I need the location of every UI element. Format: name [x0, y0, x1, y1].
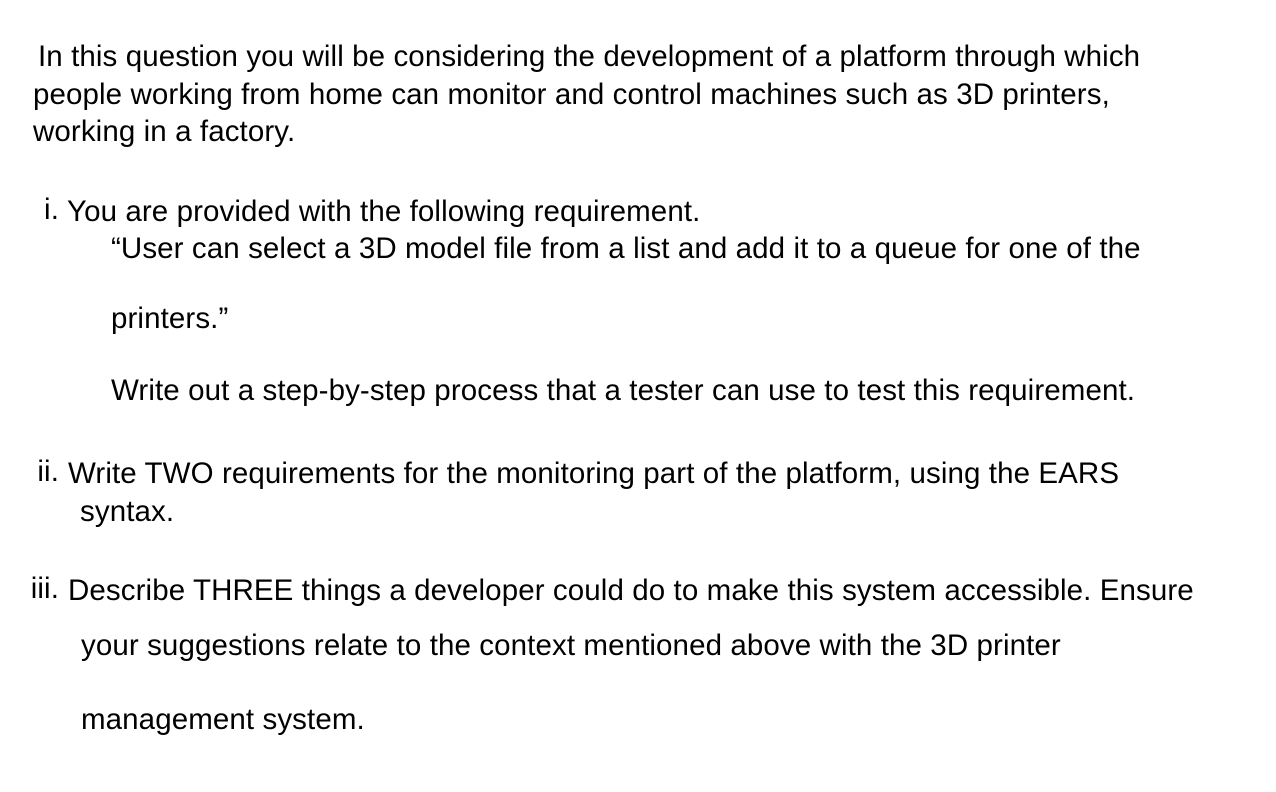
intro-line-1: In this question you will be considering…: [38, 40, 1141, 73]
item-body-ii: Write TWO requirements for the monitorin…: [59, 455, 1246, 531]
question-item-i: i. You are provided with the following r…: [33, 193, 1248, 410]
item-marker-ii: ii.: [37, 455, 59, 488]
item-body-iii: Describe THREE things a developer could …: [59, 572, 1248, 757]
question-item-iii: iii. Describe THREE things a developer c…: [28, 572, 1248, 757]
item-i-instruction-line: Write out a step-by-step process that a …: [111, 374, 1136, 407]
intro-line-2: people working from home can monitor and…: [33, 77, 1110, 111]
item-iii-line-1: Describe THREE things a developer could …: [68, 574, 1194, 607]
item-marker-i: i.: [44, 193, 59, 226]
intro-line-3: working in a factory.: [33, 115, 296, 148]
item-ii-line-2: syntax.: [80, 495, 175, 528]
item-marker-iii: iii.: [30, 572, 59, 605]
item-i-line-1: You are provided with the following requ…: [67, 195, 701, 228]
question-item-ii: ii. Write TWO requirements for the monit…: [36, 455, 1246, 531]
item-iii-line-2: your suggestions relate to the context m…: [81, 629, 1061, 662]
item-i-quoted-requirement-line-1: “User can select a 3D model file from a …: [111, 232, 1141, 265]
item-iii-line-3: management system.: [81, 703, 365, 736]
item-body-i: You are provided with the following requ…: [59, 193, 1248, 410]
item-ii-line-1: Write TWO requirements for the monitorin…: [68, 457, 1120, 490]
intro-paragraph: In this question you will be considering…: [33, 38, 1243, 151]
item-i-quoted-requirement-line-2: printers.”: [111, 302, 229, 335]
